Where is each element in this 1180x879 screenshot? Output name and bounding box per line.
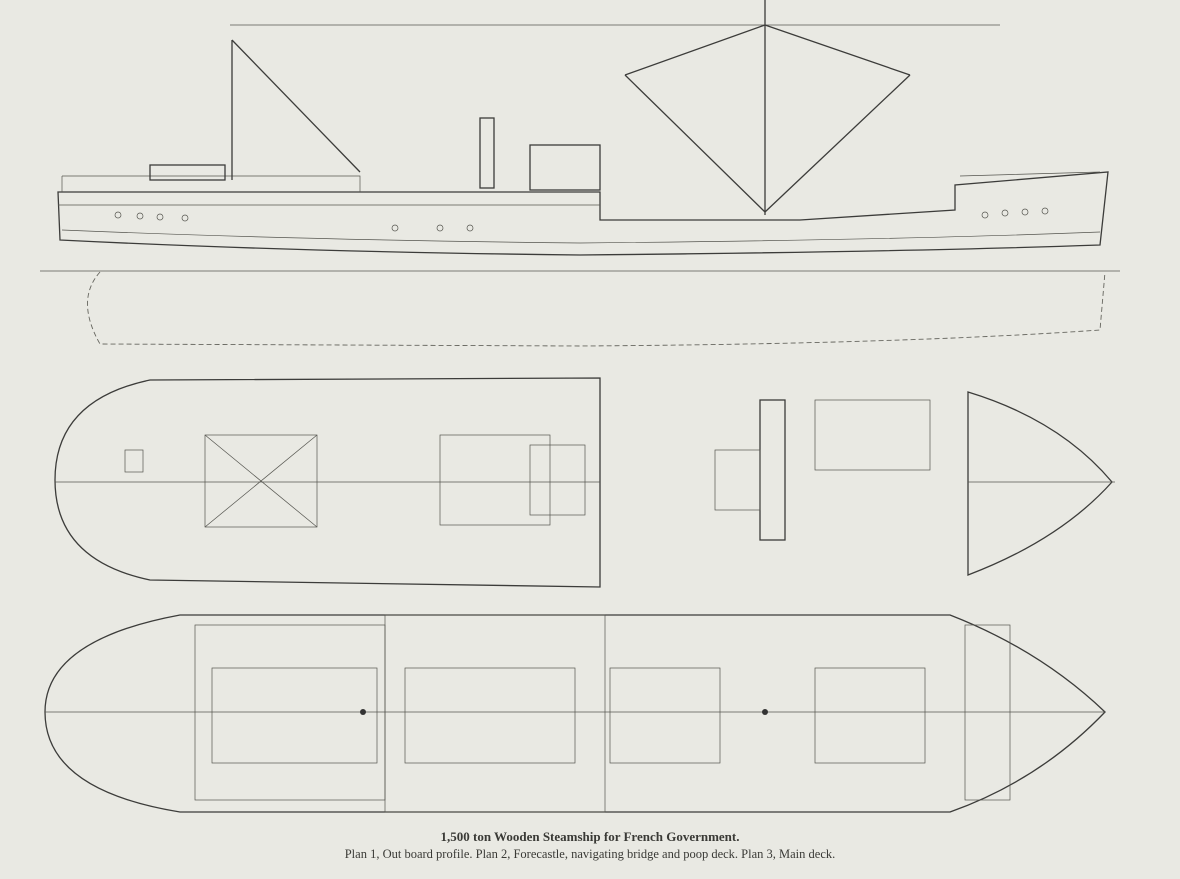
plan-1-outboard-profile (40, 0, 1120, 347)
plan-3-main-deck (44, 614, 1106, 813)
figure-title: 1,500 ton Wooden Steamship for French Go… (440, 829, 740, 844)
figure-caption: Plan 1, Out board profile. Plan 2, Forec… (344, 847, 836, 861)
plan-2-forecastle-bridge-poop (54, 377, 1115, 588)
